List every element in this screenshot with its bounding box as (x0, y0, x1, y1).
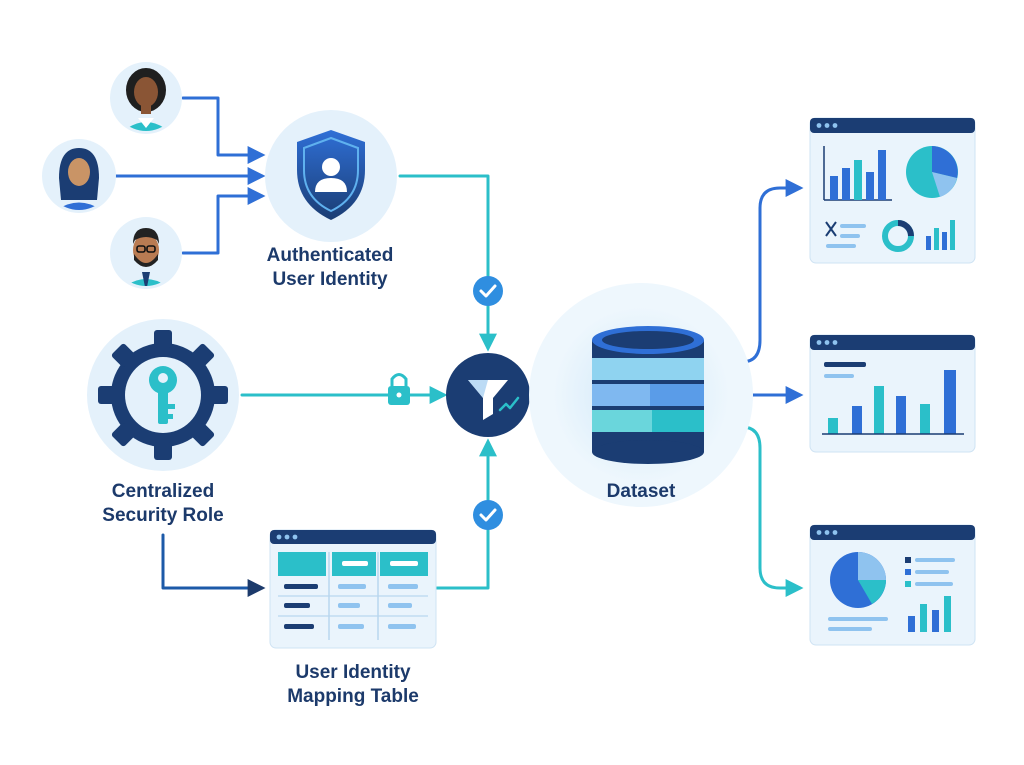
role-label-line1: Centralized (111, 481, 215, 502)
role-node (87, 319, 239, 471)
mapping-table-node (269, 529, 437, 649)
shield-user-icon (297, 130, 365, 220)
gear-key-icon (98, 330, 228, 460)
connectors (114, 96, 804, 597)
report-dashboard-2 (809, 334, 976, 453)
dataset-label-text: Dataset (606, 481, 676, 502)
lock-icon (388, 373, 410, 405)
mapping-label-line1: User Identity (295, 662, 411, 683)
connector-user3-identity (181, 187, 266, 255)
report-dashboard-1 (809, 117, 976, 264)
connector-role-mapping (161, 533, 266, 597)
role-label: Centralized Security Role (63, 480, 263, 528)
connector-user1-identity (181, 96, 266, 164)
identity-node (265, 110, 397, 242)
check-circle-icon (473, 276, 503, 306)
filter-funnel-icon (446, 353, 530, 437)
dataset-node (529, 283, 753, 507)
identity-label-line1: Authenticated (266, 245, 394, 266)
connector-mapping-filter (435, 438, 497, 590)
check-circle-icon (473, 500, 503, 530)
user-avatar-woman (110, 62, 182, 134)
dataset-label: Dataset (591, 480, 691, 504)
identity-label-line2: User Identity (272, 269, 388, 290)
connector-dataset-report1 (702, 179, 804, 364)
report-dashboard-3 (809, 524, 976, 646)
role-label-line2: Security Role (102, 505, 224, 526)
user-avatar-man-glasses (110, 217, 182, 289)
connector-dataset-report3 (702, 425, 804, 597)
mapping-label-line2: Mapping Table (287, 686, 419, 707)
user-avatar-hijab (42, 139, 116, 213)
mapping-label: User Identity Mapping Table (253, 661, 453, 709)
identity-label: Authenticated User Identity (230, 244, 430, 292)
database-icon (592, 326, 704, 464)
